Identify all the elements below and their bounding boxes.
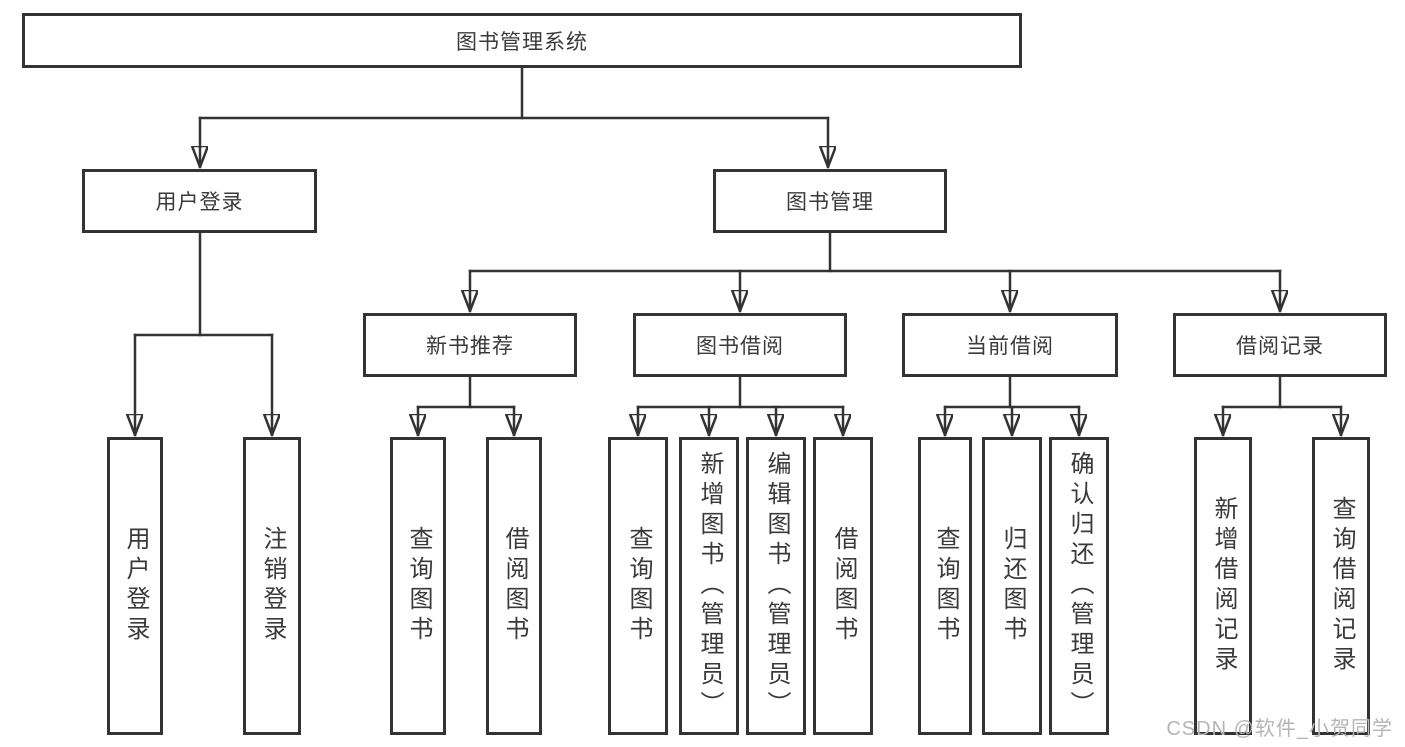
leaf-borrow-query-books: 查询图书 [608,437,668,735]
node-current-borrow: 当前借阅 [902,313,1118,377]
leaf-newrec-borrow-books-label: 借阅图书 [501,526,528,646]
leaf-current-confirm-return-admin: 确认归还（管理员） [1049,437,1109,735]
node-user-login: 用户登录 [82,169,317,233]
leaf-current-confirm-return-admin-label: 确认归还（管理员） [1066,451,1093,721]
leaf-logout-label: 注销登录 [259,526,286,646]
leaf-records-query-record-label: 查询借阅记录 [1328,496,1355,676]
leaf-records-add-record-label: 新增借阅记录 [1210,496,1237,676]
watermark: CSDN @软件_小贺同学 [1166,718,1393,740]
leaf-borrow-borrow-books: 借阅图书 [813,437,873,735]
leaf-newrec-query-books: 查询图书 [390,437,446,735]
leaf-logout: 注销登录 [243,437,301,735]
leaf-user-login-label: 用户登录 [122,526,149,646]
leaf-records-add-record: 新增借阅记录 [1194,437,1252,735]
leaf-borrow-add-books-admin: 新增图书（管理员） [679,437,739,735]
node-user-login-label: 用户登录 [155,191,244,214]
leaf-newrec-borrow-books: 借阅图书 [486,437,542,735]
node-current-borrow-label: 当前借阅 [966,335,1054,358]
node-borrow-records-label: 借阅记录 [1236,335,1324,358]
node-book-management: 图书管理 [713,169,947,233]
leaf-borrow-add-books-admin-label: 新增图书（管理员） [696,451,723,721]
node-new-book-recommend: 新书推荐 [363,313,577,377]
leaf-current-return-books-label: 归还图书 [999,526,1026,646]
node-root: 图书管理系统 [22,13,1022,68]
node-book-management-label: 图书管理 [786,191,874,214]
leaf-current-query-books: 查询图书 [918,437,972,735]
leaf-borrow-borrow-books-label: 借阅图书 [830,526,857,646]
leaf-current-return-books: 归还图书 [982,437,1042,735]
leaf-borrow-query-books-label: 查询图书 [625,526,652,646]
node-new-book-recommend-label: 新书推荐 [426,335,514,358]
node-book-borrow-label: 图书借阅 [696,335,784,358]
leaf-user-login: 用户登录 [107,437,163,735]
node-root-label: 图书管理系统 [456,30,588,54]
leaf-newrec-query-books-label: 查询图书 [405,526,432,646]
node-book-borrow: 图书借阅 [633,313,847,377]
node-borrow-records: 借阅记录 [1173,313,1387,377]
leaf-current-query-books-label: 查询图书 [932,526,959,646]
leaf-borrow-edit-books-admin-label: 编辑图书（管理员） [763,451,790,721]
leaf-records-query-record: 查询借阅记录 [1312,437,1370,735]
leaf-borrow-edit-books-admin: 编辑图书（管理员） [746,437,806,735]
